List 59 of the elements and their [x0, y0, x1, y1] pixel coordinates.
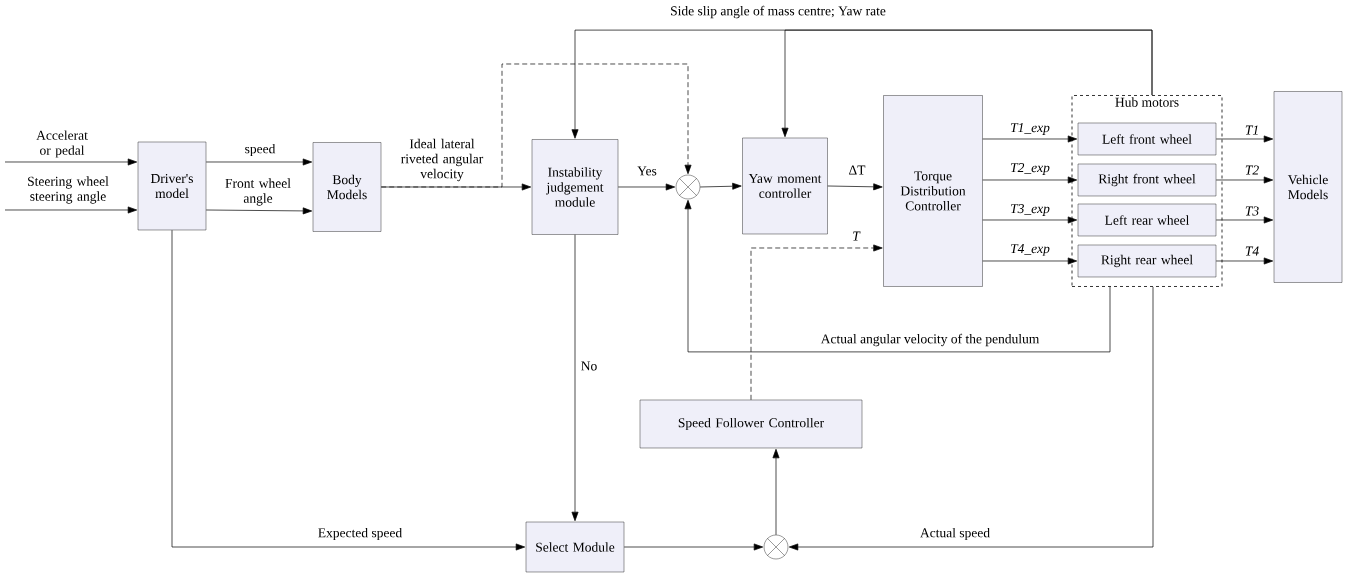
summing-junction [763, 534, 789, 560]
arrow [4, 158, 138, 166]
arrow [1215, 176, 1274, 184]
edge-label: T2_exp [1009, 162, 1051, 176]
process-box: Torque Distribution Controller [883, 95, 983, 287]
process-box: Right front wheel [1077, 163, 1217, 197]
edge-label: Front wheel angle [215, 177, 301, 207]
edge-label: Actual speed [918, 526, 992, 542]
edge-label: No [579, 360, 599, 372]
edge-label: T [851, 230, 861, 242]
summing-junction [675, 174, 701, 200]
arrow [1215, 135, 1274, 143]
edge-label: Yes [636, 165, 658, 177]
process-box: Vehicle Models [1273, 91, 1343, 283]
process-box: Instability judgement module [531, 139, 619, 235]
edge-label: Ideal lateral riveted angular velocity [389, 137, 495, 183]
process-box: Speed Follower Controller [639, 399, 863, 449]
process-box: Left front wheel [1077, 122, 1217, 156]
edge-label: T1 [1243, 124, 1261, 136]
edge-label: T3 [1243, 205, 1261, 217]
process-box: Right rear wheel [1077, 244, 1217, 278]
arrow [982, 216, 1078, 224]
arrow [772, 448, 780, 536]
edge-label: Side slip angle of mass centre; Yaw rate [669, 4, 887, 20]
edge-label: Accelerat or pedal [29, 129, 95, 159]
edge-label: T1_exp [1009, 122, 1051, 136]
arrow [1215, 216, 1274, 224]
arrow [982, 257, 1078, 265]
process-box: Yaw moment controller [742, 137, 828, 235]
edge-label: speed [243, 142, 277, 158]
arrow [571, 234, 579, 522]
edge-label: Expected speed [316, 526, 404, 542]
arrow [684, 199, 1111, 353]
process-box: Driver's model [137, 141, 207, 231]
edge-label: T2 [1243, 164, 1261, 176]
arrow [982, 135, 1078, 143]
edge-label: Steering wheel steering angle [15, 175, 121, 205]
arrow [982, 176, 1078, 184]
arrow [171, 229, 526, 551]
arrow [750, 244, 883, 401]
arrow [380, 63, 692, 188]
edge-label: ΔT [847, 164, 867, 176]
arrow [617, 183, 676, 191]
edge-label: T3_exp [1009, 203, 1051, 217]
arrow [4, 206, 138, 214]
arrow [1215, 257, 1274, 265]
arrow [788, 286, 1154, 551]
process-box: Left rear wheel [1077, 203, 1217, 237]
process-box: Body Models [312, 142, 382, 232]
arrow [623, 543, 764, 551]
edge-label: T4 [1243, 245, 1261, 257]
edge-label: Actual angular velocity of the pendulum [819, 332, 1041, 348]
arrow [699, 182, 742, 190]
process-box: Select Module [525, 521, 625, 573]
arrow [205, 207, 313, 215]
edge-label: T4_exp [1009, 243, 1051, 257]
arrow [205, 158, 313, 166]
arrow [781, 29, 1153, 138]
arrow [827, 183, 883, 191]
